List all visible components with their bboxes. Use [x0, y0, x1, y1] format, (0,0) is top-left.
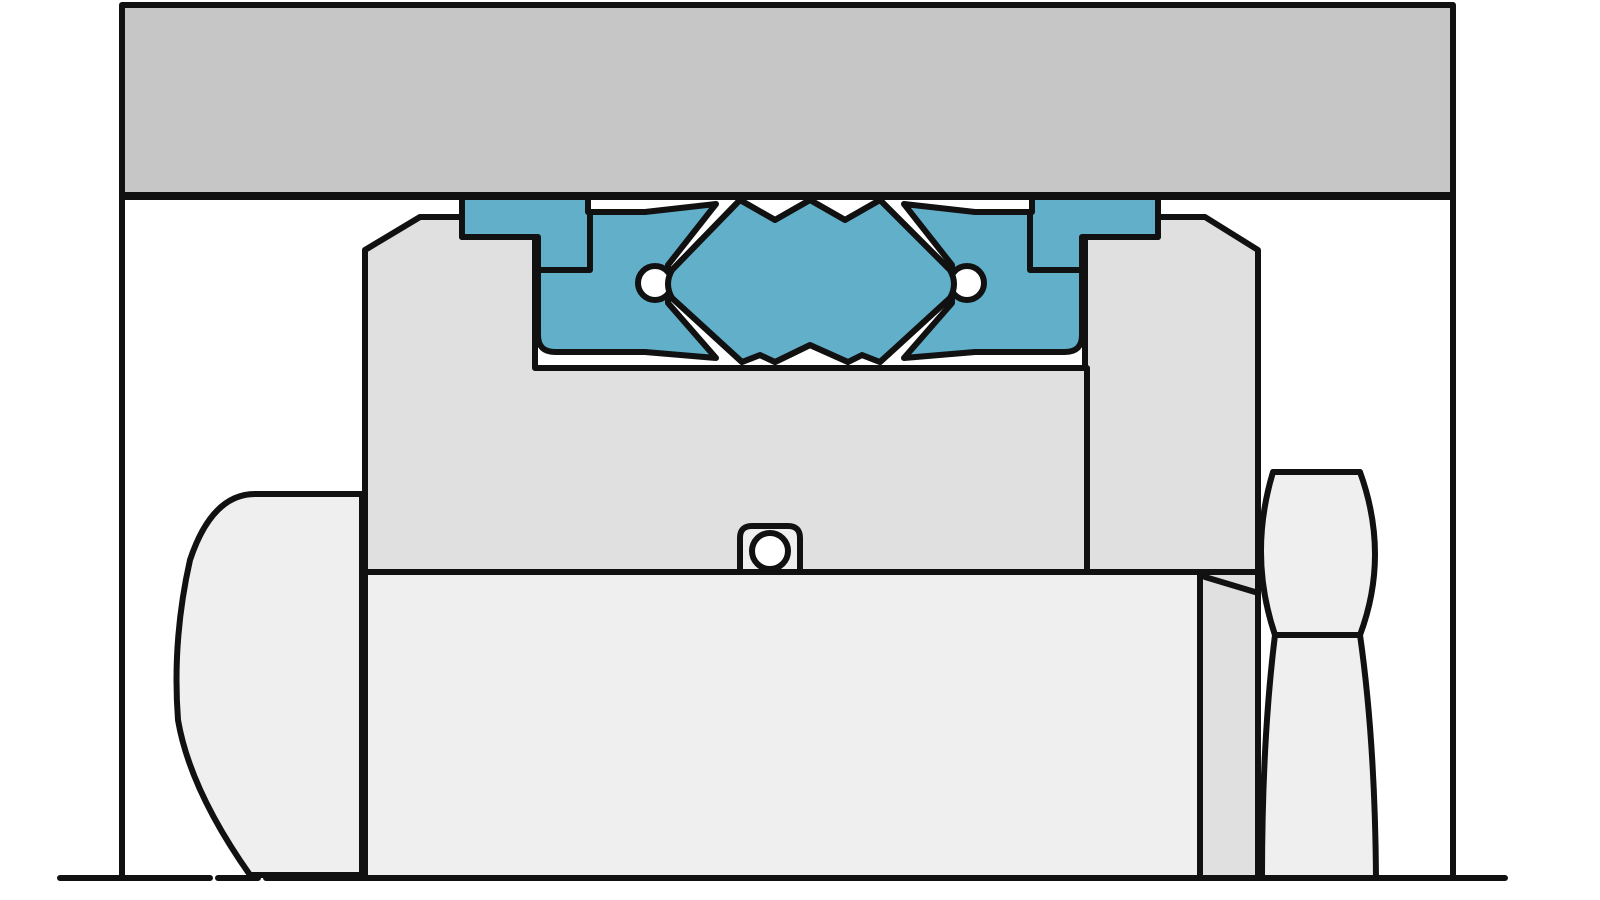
seal-left-element: [459, 194, 719, 361]
spacer-strip: [1197, 569, 1261, 881]
seal-right-element: [901, 194, 1161, 361]
left-end-cap: [173, 491, 365, 878]
seal-center-element-overlay: [665, 197, 957, 365]
seal-right-step: [1027, 209, 1083, 273]
chamfer-line: [1202, 574, 1258, 595]
oring: [749, 530, 791, 572]
right-barrel-base: [1259, 632, 1379, 881]
rod-body: [362, 569, 1203, 881]
seal-left-step: [537, 209, 593, 273]
housing-block: [119, 2, 1456, 198]
right-barrel-ring: [1258, 469, 1378, 638]
